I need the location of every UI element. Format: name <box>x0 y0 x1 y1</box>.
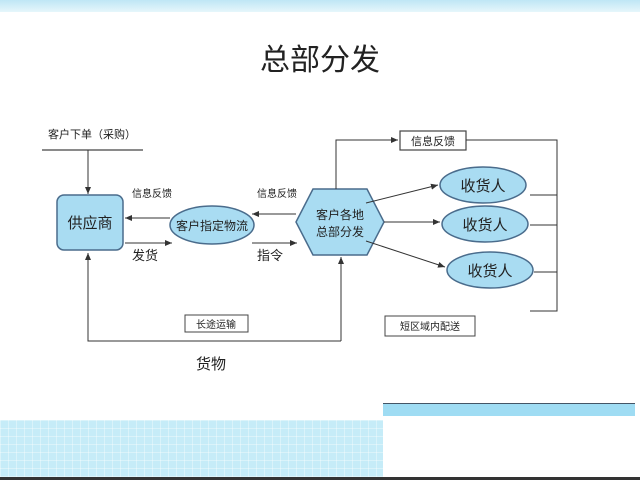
receiver-node-3 <box>446 251 534 289</box>
logistics-node <box>169 205 255 245</box>
local-delivery-label: 短区域内配送 <box>400 320 460 333</box>
feedback-left-label: 信息反馈 <box>132 187 172 200</box>
receiver-label-3: 收货人 <box>467 262 512 280</box>
ship-label: 发货 <box>132 248 158 264</box>
goods-label: 货物 <box>196 355 226 373</box>
logistics-label: 客户指定物流 <box>176 218 248 233</box>
local-delivery-box <box>384 315 476 337</box>
long-haul-label: 长途运输 <box>196 318 236 331</box>
hub-to-receiver-3 <box>365 240 446 268</box>
supplier-label: 供应商 <box>67 214 112 232</box>
hub-label-line2: 总部分发 <box>316 224 364 239</box>
page-title: 总部分发 <box>260 43 380 78</box>
hub-node <box>295 188 385 256</box>
top-decor-band <box>0 0 640 12</box>
long-haul-box <box>184 314 249 333</box>
order-label: 客户下单（采购） <box>48 127 136 141</box>
hub-feedback-line <box>335 137 398 189</box>
bottom-border <box>0 477 640 480</box>
supplier-node <box>56 194 124 251</box>
hub-to-receiver-1 <box>365 183 439 204</box>
command-label: 指令 <box>257 249 283 264</box>
receiver-node-2 <box>441 205 529 243</box>
goods-line <box>85 253 341 342</box>
receiver-label-2: 收货人 <box>462 216 507 234</box>
bottom-right-decor-band <box>383 403 635 416</box>
feedback-box-label: 信息反馈 <box>411 134 455 148</box>
receiver-node-1 <box>439 166 527 204</box>
receiver-label-1: 收货人 <box>460 177 505 195</box>
hub-label-line1: 客户各地 <box>316 207 364 222</box>
feedback-mid-label: 信息反馈 <box>257 187 297 200</box>
bottom-left-decor-band <box>0 420 383 478</box>
